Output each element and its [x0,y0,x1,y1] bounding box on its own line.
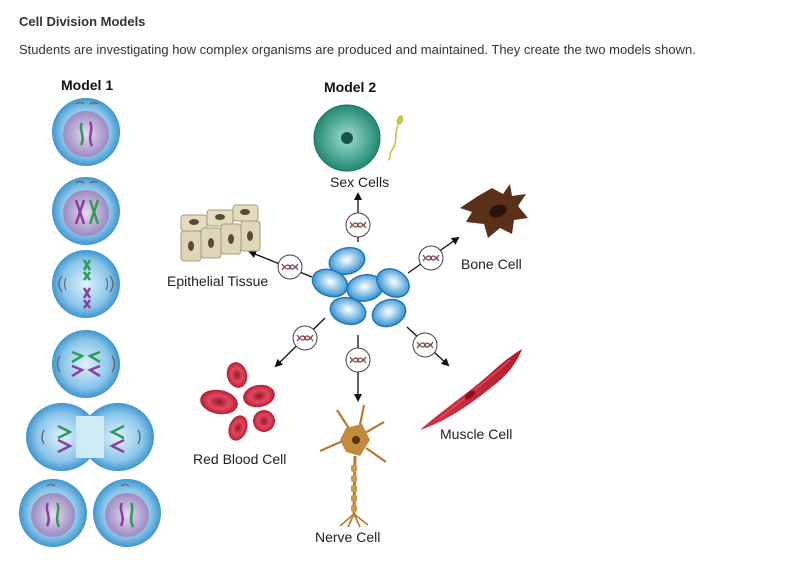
label-sex-cells: Sex Cells [330,174,389,190]
dna-icon [412,332,438,358]
model1-stage-anaphase [52,330,120,398]
red-blood-cells [200,362,275,441]
label-bone-cell: Bone Cell [461,256,522,272]
model1-stage-daughter-cells [19,479,161,547]
page-title: Cell Division Models [19,14,146,29]
intro-text: Students are investigating how complex o… [19,42,696,57]
dna-icon [345,347,371,373]
model1-stage-metaphase [52,250,120,318]
epithelial-tissue [180,204,261,262]
muscle-cell [420,349,522,430]
label-red-blood-cell: Red Blood Cell [193,451,286,467]
label-epithelial-tissue: Epithelial Tissue [167,273,268,289]
model1-stage-prophase [52,177,120,245]
stem-cell-cluster [311,246,410,328]
dna-icon [418,245,444,271]
model1-stage-interphase [52,98,120,166]
model-1-label: Model 1 [61,77,113,93]
label-nerve-cell: Nerve Cell [315,529,380,545]
model-2-label: Model 2 [324,79,376,95]
nerve-cell [319,404,387,528]
bone-cell [460,184,528,238]
sex-cell-sperm [387,115,404,161]
label-muscle-cell: Muscle Cell [440,426,512,442]
dna-icon [345,212,371,238]
sex-cell-egg [313,104,381,172]
model1-stage-telophase [26,403,154,471]
dna-icon [277,254,303,280]
dna-icon [292,325,318,351]
